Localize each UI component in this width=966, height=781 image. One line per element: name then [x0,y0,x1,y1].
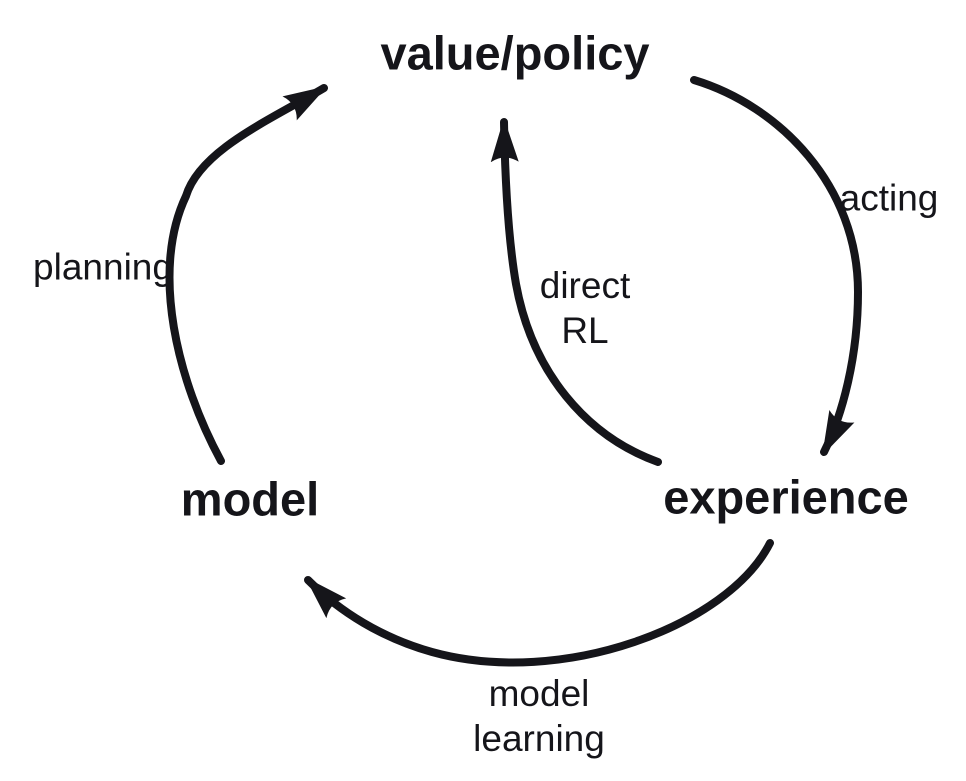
model-learning-arrow [304,539,774,667]
direct-rl-arrow [490,118,662,466]
edge-label-direct-rl: direct RL [539,264,631,351]
edge-label-acting: acting [839,177,939,219]
node-model: model [180,472,320,526]
edge-label-planning: planning [33,246,173,288]
acting-arrow [690,76,863,456]
edge-label-model-learning: model learning [473,672,605,759]
node-experience: experience [663,470,909,524]
node-value-policy: value/policy [380,26,650,80]
planning-arrow [165,84,328,465]
